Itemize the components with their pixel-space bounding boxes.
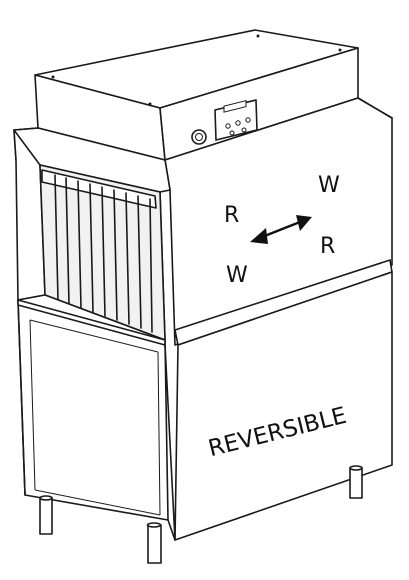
legs <box>39 465 363 564</box>
knob-icon <box>191 129 207 145</box>
top-hood <box>34 29 359 161</box>
right-upper-edge <box>357 97 393 119</box>
write-label-left: W <box>226 263 248 288</box>
write-label-right: W <box>318 173 340 198</box>
curtain-strips <box>54 174 153 333</box>
read-label-right: R <box>320 234 335 259</box>
conveyor-opening <box>39 164 166 341</box>
lower-cabinet <box>17 271 393 541</box>
read-label-left: R <box>224 203 239 228</box>
double-headed-arrow-icon <box>250 215 312 244</box>
